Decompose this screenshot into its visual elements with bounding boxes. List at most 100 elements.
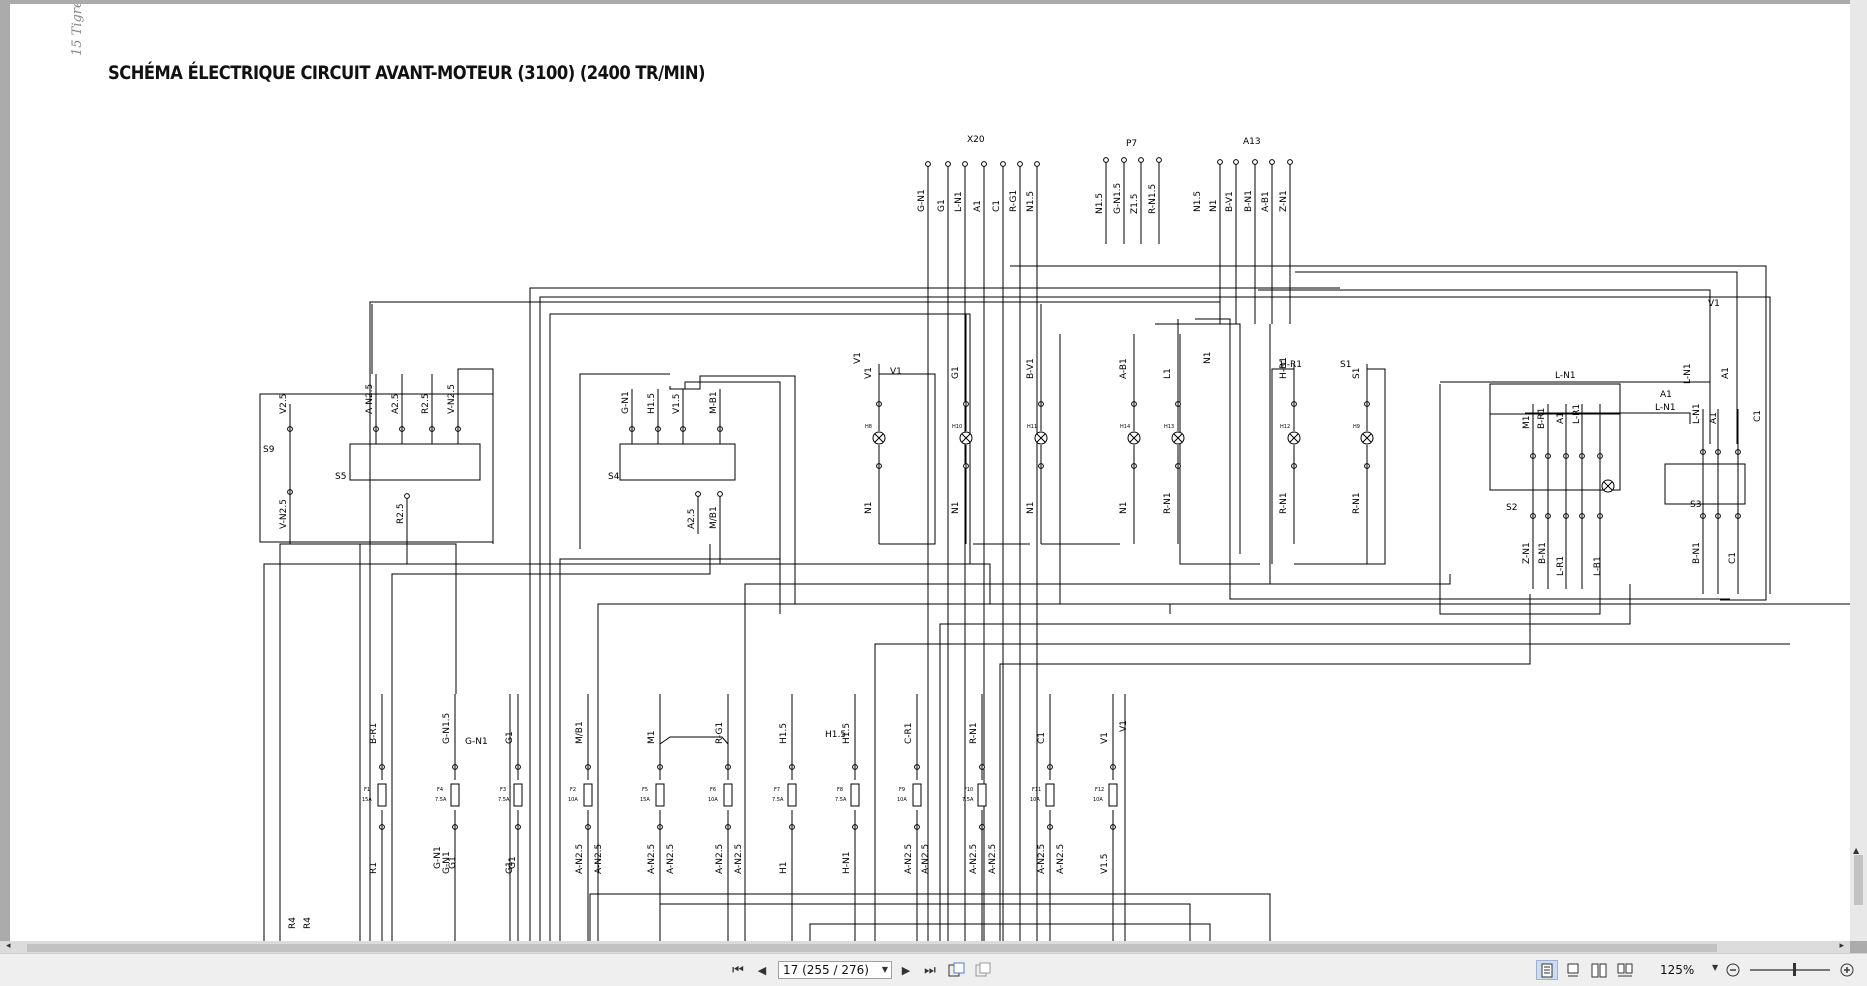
lamp-bottom-wire-label: R-N1 <box>1352 492 1362 514</box>
scroll-right-icon[interactable]: ▸ <box>1839 941 1844 951</box>
wire <box>878 364 936 545</box>
p7-wire-label: G-N1.5 <box>1113 183 1123 214</box>
wire-label: A-N2.5 <box>988 844 998 874</box>
x20-wire-label: R-G1 <box>1009 190 1019 212</box>
terminal <box>717 491 723 497</box>
wire <box>809 923 1211 941</box>
fuse-id-label: F5 <box>642 787 648 793</box>
wire-label: C1 <box>1753 410 1763 422</box>
lamp-h11-cross <box>1036 433 1046 443</box>
fuse-id-label: F6 <box>710 787 716 793</box>
fuse-top-wire-label: G-N1.5 <box>442 713 452 744</box>
fuse-top-wire-label: M/B1 <box>575 721 585 744</box>
fuse-id-label: F8 <box>837 787 843 793</box>
continuous-view-button[interactable] <box>1562 960 1584 980</box>
terminal <box>695 491 701 497</box>
wire <box>1195 318 1730 600</box>
two-page-view-button[interactable] <box>1588 960 1610 980</box>
wire <box>874 643 1790 941</box>
wire <box>669 375 796 604</box>
s3-wire-label: L-N1 <box>1692 403 1702 424</box>
fuse-f11 <box>1045 783 1055 807</box>
zoom-out-button[interactable] <box>1724 960 1742 980</box>
zoom-in-icon <box>1840 963 1854 977</box>
terminal <box>1138 157 1144 163</box>
terminal <box>1287 159 1293 165</box>
fuse-bottom-wire-label: H-N1 <box>842 852 852 874</box>
wire <box>589 893 1271 941</box>
fuse-rating-label: 10A <box>897 797 907 803</box>
single-page-view-button[interactable] <box>1536 960 1558 980</box>
fuse-bottom-wire-label: R1 <box>369 862 379 874</box>
fit-page-button[interactable] <box>946 960 968 980</box>
wire <box>1439 384 1601 615</box>
s5-wire-label: R2.5 <box>421 393 431 414</box>
fuse-top-wire-label: M1 <box>647 731 657 745</box>
last-page-button[interactable]: ⏭ <box>920 960 940 980</box>
fuse-id-label: F7 <box>774 787 780 793</box>
vertical-scroll-thumb[interactable] <box>1854 855 1863 905</box>
zoom-dropdown-icon[interactable]: ▼ <box>1712 963 1719 972</box>
scroll-left-icon[interactable]: ◂ <box>6 941 11 951</box>
terminal <box>1034 161 1040 167</box>
wire-label: A1 <box>1721 367 1731 379</box>
lamp-h14-cross <box>1129 433 1139 443</box>
s9-wire-label: V-N2.5 <box>279 499 289 529</box>
fit-width-icon <box>975 962 991 977</box>
terminal <box>1017 161 1023 167</box>
fuse-f5 <box>655 783 665 807</box>
lamp-top-wire-label: B-V1 <box>1026 358 1036 379</box>
document-viewer: 15 Tigre SCHÉMA ÉLECTRIQUE CIRCUIT AVANT… <box>10 0 1867 941</box>
fuse-bottom-wire-label: G-N1 <box>442 851 452 874</box>
lamp-bottom-wire-label: N1 <box>1026 502 1036 514</box>
next-page-button[interactable]: ▶ <box>896 960 916 980</box>
switch-s5-label: S5 <box>335 472 346 482</box>
horizontal-scroll-thumb[interactable] <box>27 944 1717 952</box>
zoom-slider[interactable] <box>1750 969 1830 971</box>
zoom-level[interactable]: 125% <box>1660 963 1695 977</box>
fuse-f4 <box>450 783 460 807</box>
terminal <box>404 493 410 499</box>
first-page-icon: ⏮ <box>732 962 744 978</box>
s2-wire-label: B-R1 <box>1537 408 1547 429</box>
zoom-in-button[interactable] <box>1838 960 1856 980</box>
scroll-up-icon[interactable]: ▲ <box>1853 846 1860 855</box>
s5-wire-label: R2.5 <box>396 503 406 524</box>
wire <box>559 558 780 941</box>
wire <box>1295 271 1738 444</box>
lamp-label: H8 <box>865 424 872 430</box>
wire-label: V1 <box>1708 299 1720 309</box>
wire <box>999 594 1531 941</box>
s3-wire-label: B-N1 <box>1692 542 1702 564</box>
terminal <box>1103 157 1109 163</box>
wire-label: S1 <box>1340 360 1351 370</box>
wire-label: A-N2.5 <box>666 844 676 874</box>
wire <box>391 544 711 941</box>
fuse-f7 <box>787 783 797 807</box>
fuse-f9 <box>912 783 922 807</box>
wire <box>369 284 1221 941</box>
s2-wire-label: L-B1 <box>1593 556 1603 576</box>
fit-width-button[interactable] <box>972 960 994 980</box>
fuse-f3 <box>513 783 523 807</box>
fuse-rating-label: 10A <box>568 797 578 803</box>
first-page-button[interactable]: ⏮ <box>728 960 748 980</box>
vertical-scrollbar[interactable]: ▲ <box>1850 0 1867 941</box>
wire <box>1489 383 1621 414</box>
lamp-label: H13 <box>1164 424 1174 430</box>
wire <box>457 368 494 544</box>
lamp-h13-cross <box>1173 433 1183 443</box>
previous-page-button[interactable]: ◀ <box>752 960 772 980</box>
zoom-slider-handle[interactable] <box>1793 963 1796 976</box>
fuse-top-wire-label: R-G1 <box>715 722 725 744</box>
wire-label: N1 <box>1203 352 1213 364</box>
two-page-continuous-button[interactable] <box>1614 960 1636 980</box>
page-title: SCHÉMA ÉLECTRIQUE CIRCUIT AVANT-MOTEUR (… <box>108 62 705 84</box>
page-select[interactable]: 17 (255 / 276)▼ <box>778 961 892 979</box>
connector-a13-label: A13 <box>1243 137 1261 147</box>
fuse-id-label: F9 <box>899 787 905 793</box>
terminal <box>945 161 951 167</box>
horizontal-scrollbar[interactable]: ◂ ▸ <box>0 941 1850 953</box>
terminal <box>1156 157 1162 163</box>
wire <box>597 603 1171 941</box>
